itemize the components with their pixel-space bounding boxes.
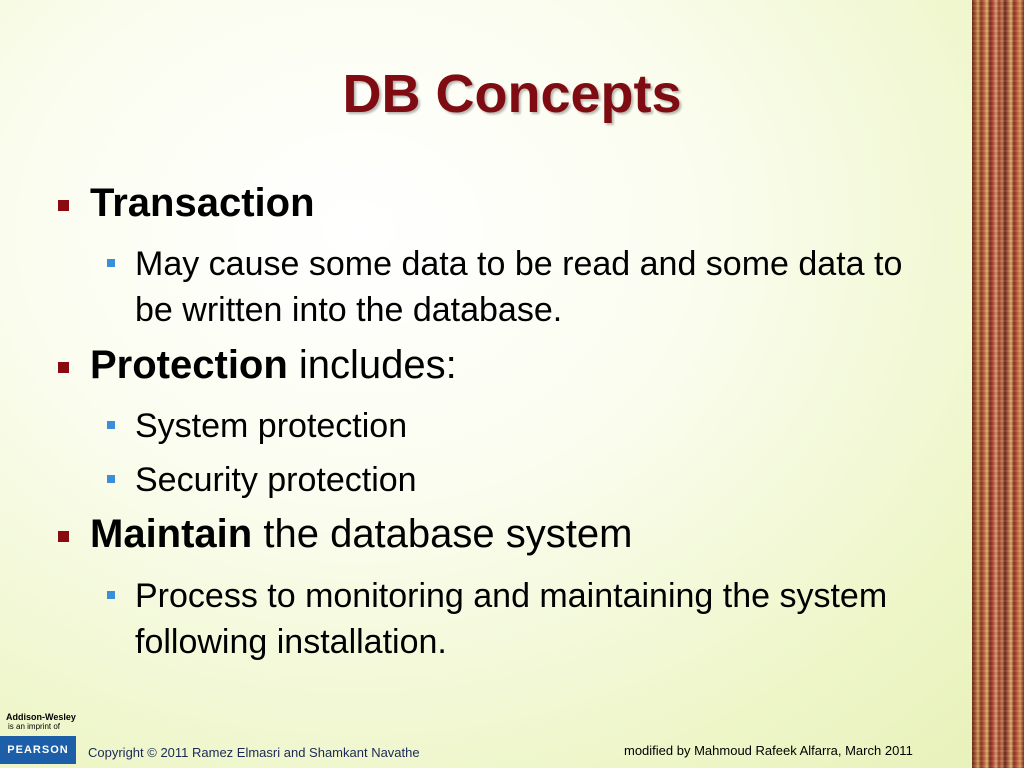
bullet-bold-text: Transaction — [90, 181, 315, 225]
subbullet-transaction-detail: May cause some data to be read and some … — [52, 241, 922, 333]
subbullet-text: Process to monitoring and maintaining th… — [135, 576, 888, 661]
bullet-bold-text: Maintain — [90, 512, 253, 557]
slide-content: Transaction May cause some data to be re… — [52, 180, 922, 673]
bullet-square-icon — [58, 200, 69, 211]
publisher-name: Addison-Wesley — [6, 712, 76, 722]
subbullet-text: Security protection — [135, 461, 417, 500]
pearson-logo: PEARSON — [0, 736, 76, 764]
slide-title: DB Concepts — [342, 64, 682, 124]
bullet-transaction: Transaction — [52, 180, 922, 227]
subbullet-square-icon — [107, 590, 115, 599]
subbullet-text: System protection — [135, 406, 408, 445]
bullet-protection: Protection includes: — [52, 342, 922, 389]
subbullet-maintain-detail: Process to monitoring and maintaining th… — [52, 573, 922, 665]
subbullet-square-icon — [107, 475, 115, 484]
subbullet-square-icon — [107, 259, 115, 268]
subbullet-text: May cause some data to be read and some … — [135, 245, 903, 330]
bullet-maintain: Maintain the database system — [52, 511, 922, 558]
publisher-logo: Addison-Wesley is an imprint of PEARSON — [0, 712, 76, 764]
publisher-imprint-note: is an imprint of — [8, 722, 61, 731]
modified-by-text: modified by Mahmoud Rafeek Alfarra, Marc… — [624, 743, 913, 758]
subbullet-security-protection: Security protection — [52, 457, 922, 503]
subbullet-system-protection: System protection — [52, 403, 922, 449]
bullet-text: the database system — [252, 512, 633, 557]
decorative-stripe-bar — [972, 0, 1024, 768]
bullet-bold-text: Protection — [90, 342, 288, 387]
bullet-square-icon — [58, 361, 69, 373]
bullet-square-icon — [58, 531, 69, 543]
copyright-text: Copyright © 2011 Ramez Elmasri and Shamk… — [88, 745, 420, 760]
subbullet-square-icon — [107, 420, 115, 429]
bullet-text: includes: — [287, 342, 457, 387]
